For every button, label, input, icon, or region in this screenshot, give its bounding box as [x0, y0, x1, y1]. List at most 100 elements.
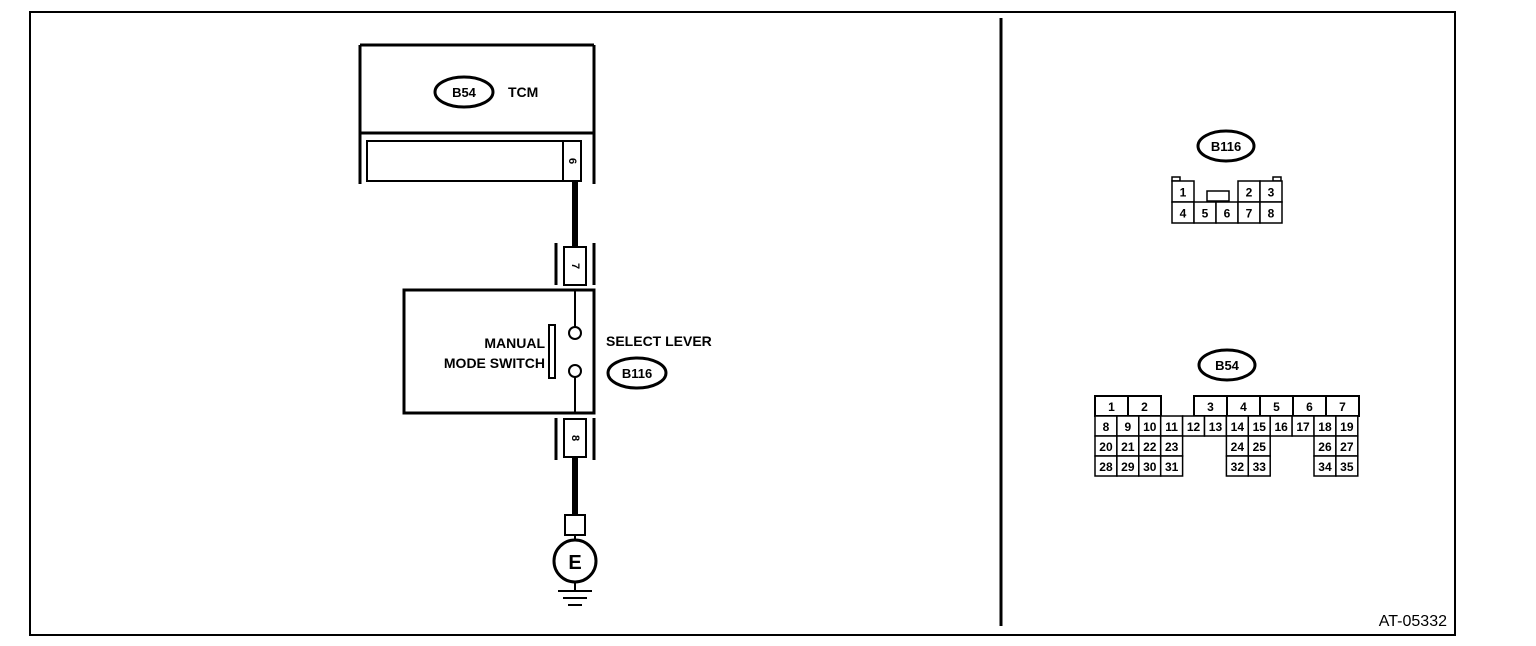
b116-pin-2: 2 [1237, 180, 1261, 203]
b54-pin-23: 23 [1159, 435, 1184, 457]
tcm-unit: 6 B54 TCM [358, 43, 596, 184]
b54-pin-13: 13 [1203, 415, 1228, 437]
b54-pin-14: 14 [1225, 415, 1250, 437]
b116-pin-8-label: 8 [1268, 207, 1275, 221]
b54-pin-35-label: 35 [1340, 460, 1354, 474]
b54-pin-20-label: 20 [1099, 440, 1113, 454]
b54-pin-7-label: 7 [1339, 400, 1346, 414]
b54-pin-12: 12 [1181, 415, 1206, 437]
ground-symbol: E [552, 514, 598, 606]
b54-pin-6: 6 [1292, 395, 1327, 417]
b54-pin-31: 31 [1159, 455, 1184, 477]
b54-pin-33: 33 [1247, 455, 1271, 477]
tcm-connector-badge [433, 75, 495, 109]
b54-pin-1: 1 [1094, 395, 1129, 417]
b116-pin-1-label: 1 [1180, 186, 1187, 200]
b54-pin-22: 22 [1138, 435, 1162, 457]
b54-pin-15-label: 15 [1253, 420, 1267, 434]
b54-badge [1197, 348, 1257, 382]
b54-pin-35: 35 [1335, 455, 1359, 477]
b54-pin-12-label: 12 [1187, 420, 1201, 434]
b116-pin-6-label: 6 [1224, 207, 1231, 221]
b54-pin-15: 15 [1247, 415, 1271, 437]
b54-pin-13-label: 13 [1209, 420, 1223, 434]
b54-pin-27-label: 27 [1340, 440, 1354, 454]
b54-pin-30: 30 [1138, 455, 1162, 477]
b116-title: B116 [1211, 139, 1241, 154]
b54-pin-14-label: 14 [1231, 420, 1245, 434]
b54-pin-5: 5 [1259, 395, 1294, 417]
b54-pin-8: 8 [1094, 415, 1118, 437]
b54-pin-27: 27 [1335, 435, 1359, 457]
b54-pin-32: 32 [1225, 455, 1250, 477]
b116-pin-2-label: 2 [1246, 186, 1253, 200]
select-lever-connector-badge [606, 356, 668, 390]
ground-label: E [568, 552, 581, 574]
figure-id: AT-05332 [1379, 613, 1447, 630]
b54-pin-3-label: 3 [1207, 400, 1214, 414]
b54-pin-28: 28 [1094, 455, 1118, 477]
b54-pin-19-label: 19 [1340, 420, 1354, 434]
b54-pin-28-label: 28 [1099, 460, 1113, 474]
b54-pin-30-label: 30 [1143, 460, 1157, 474]
b54-pin-24: 24 [1225, 435, 1250, 457]
diagram-frame [29, 11, 1456, 636]
manual-mode-switch: MANUAL MODE SWITCH [402, 288, 596, 415]
b54-pin-17: 17 [1291, 415, 1315, 437]
b116-badge [1196, 129, 1256, 163]
b54-pin-10-label: 10 [1143, 420, 1157, 434]
b54-pin-26-label: 26 [1318, 440, 1332, 454]
b116-pin-3: 3 [1259, 180, 1283, 203]
b54-pin-5-label: 5 [1273, 400, 1280, 414]
b54-pin-4: 4 [1226, 395, 1261, 417]
b116-pin-3-label: 3 [1268, 186, 1275, 200]
b116-pin-4: 4 [1171, 201, 1195, 224]
b54-pin-11: 11 [1159, 415, 1184, 437]
b54-pin-8-label: 8 [1103, 420, 1110, 434]
b54-pin-9: 9 [1116, 415, 1140, 437]
b54-pin-7: 7 [1325, 395, 1360, 417]
b54-pin-10: 10 [1138, 415, 1162, 437]
b54-pin-20: 20 [1094, 435, 1118, 457]
b116-pin-4-label: 4 [1180, 207, 1187, 221]
b54-pin-33-label: 33 [1253, 460, 1267, 474]
b54-pin-29: 29 [1116, 455, 1140, 477]
b54-pin-21-label: 21 [1121, 440, 1135, 454]
b54-title: B54 [1215, 358, 1240, 373]
b54-pin-9-label: 9 [1125, 420, 1132, 434]
b54-pin-29-label: 29 [1121, 460, 1135, 474]
b54-pin-32-label: 32 [1231, 460, 1245, 474]
select-lever-label: SELECT LEVER [606, 333, 712, 349]
b54-pin-18-label: 18 [1318, 420, 1332, 434]
b54-pin-3: 3 [1193, 395, 1228, 417]
b116-pin-7: 7 [1237, 201, 1261, 224]
b54-pin-2: 2 [1127, 395, 1162, 417]
b54-pin-11-label: 11 [1165, 420, 1178, 434]
b54-pin-26: 26 [1313, 435, 1337, 457]
connector-pin-7: 7 [554, 243, 596, 286]
b54-pin-2-label: 2 [1141, 400, 1148, 414]
b54-pin-1-label: 1 [1108, 400, 1115, 414]
tcm-connector-label: B54 [452, 85, 477, 100]
b116-pin-7-label: 7 [1246, 207, 1253, 221]
switch-label-line1: MANUAL [484, 335, 545, 351]
b54-pin-16-label: 16 [1274, 420, 1288, 434]
connector-pin-8-label: 8 [569, 435, 581, 441]
b54-pin-34-label: 34 [1318, 460, 1332, 474]
switch-label-line2: MODE SWITCH [444, 355, 545, 371]
b54-pin-17-label: 17 [1296, 420, 1310, 434]
b116-pin-5-label: 5 [1202, 207, 1209, 221]
b54-pin-4-label: 4 [1240, 400, 1247, 414]
b54-pin-21: 21 [1116, 435, 1140, 457]
b54-pin-19: 19 [1335, 415, 1359, 437]
b54-pin-25: 25 [1247, 435, 1271, 457]
b54-pin-23-label: 23 [1165, 440, 1179, 454]
b54-pin-18: 18 [1313, 415, 1337, 437]
tcm-label: TCM [508, 84, 538, 100]
b54-pin-6-label: 6 [1306, 400, 1313, 414]
b54-pin-34: 34 [1313, 455, 1337, 477]
b116-connector-view: B116 1 2 3 4 5 6 7 8 [1171, 129, 1283, 224]
b54-pin-24-label: 24 [1231, 440, 1245, 454]
